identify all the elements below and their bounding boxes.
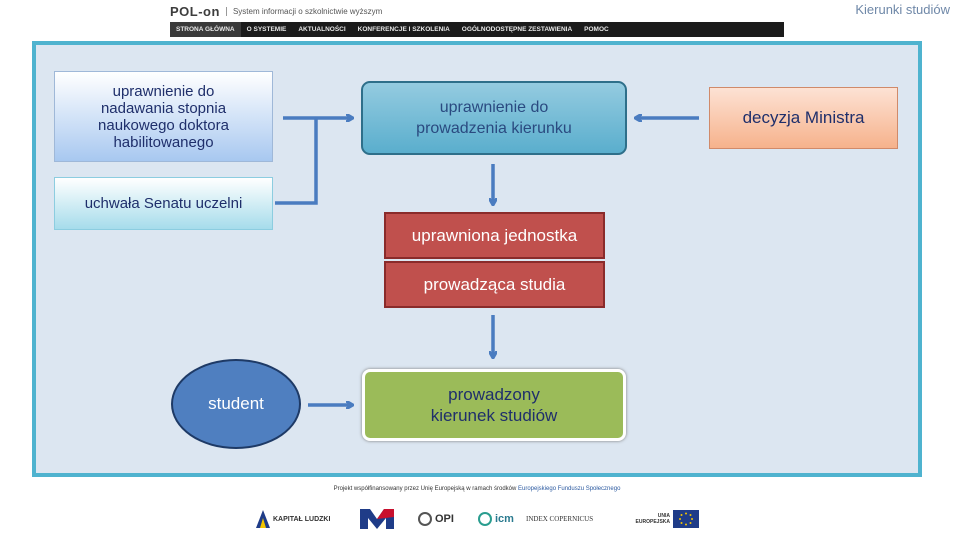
node-habilitation-right: uprawnienie do nadawania stopnia naukowe… <box>54 71 273 162</box>
node-student: student <box>171 359 301 449</box>
nav-item-help[interactable]: POMOC <box>584 26 609 33</box>
nav-bar: STRONA GŁÓWNA O SYSTEMIE AKTUALNOŚCI KON… <box>170 22 784 37</box>
opi-icon <box>418 512 432 526</box>
connector-senat <box>275 118 318 205</box>
node-field-of-study: prowadzony kierunek studiów <box>362 369 626 441</box>
slide-title: Kierunki studiów <box>855 2 950 17</box>
footer-text: Projekt współfinansowany przez Unię Euro… <box>170 486 784 492</box>
node-authorized-unit: uprawniona jednostka <box>384 212 605 259</box>
footer-text-highlight: Europejskiego Funduszu Społecznego <box>518 486 621 492</box>
ministry-m-icon <box>360 509 394 529</box>
kapital-ludzki-logo: KAPITAŁ LUDZKI <box>256 508 330 530</box>
nav-item-conferences[interactable]: KONFERENCJE I SZKOLENIA <box>357 26 450 33</box>
nav-item-about[interactable]: O SYSTEMIE <box>246 26 287 33</box>
index-copernicus-logo: INDEX COPERNICUS <box>526 515 594 523</box>
nav-item-reports[interactable]: OGÓLNODOSTĘPNE ZESTAWIENIA <box>461 26 573 33</box>
eu-flag-icon <box>673 510 699 528</box>
logo-text: POL-on <box>170 3 220 19</box>
footer-text-prefix: Projekt współfinansowany przez Unię Euro… <box>333 486 517 492</box>
node-minister-decision: decyzja Ministra <box>709 87 898 149</box>
kapital-ludzki-icon <box>256 510 270 528</box>
pol-on-logo[interactable]: POL-on System informacji o szkolnictwie … <box>170 2 382 20</box>
nav-item-home[interactable]: STRONA GŁÓWNA <box>170 22 241 37</box>
footer: Projekt współfinansowany przez Unię Euro… <box>170 484 784 538</box>
icm-icon <box>478 512 492 526</box>
logo-subtitle: System informacji o szkolnictwie wyższym <box>225 6 382 16</box>
node-senate-resolution: uchwała Senatu uczelni <box>54 177 273 230</box>
node-running-studies: prowadząca studia <box>384 261 605 308</box>
nav-item-news[interactable]: AKTUALNOŚCI <box>298 26 346 33</box>
node-program-authorization: uprawnienie do prowadzenia kierunku <box>361 81 627 155</box>
ministry-logo <box>360 508 394 530</box>
icm-logo: icm <box>478 508 514 530</box>
opi-logo: OPI <box>418 508 454 530</box>
eu-logo: UNIA EUROPEJSKA <box>630 508 699 530</box>
